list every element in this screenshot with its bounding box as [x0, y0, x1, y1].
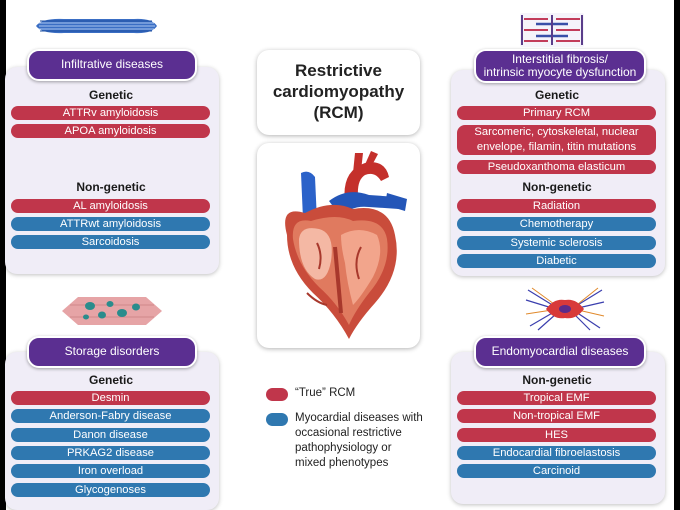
interstitial-title: Interstitial fibrosis/ intrinsic myocyte…: [474, 49, 646, 83]
storage-genetic-item: Desmin: [11, 391, 210, 405]
legend-line: mixed phenotypes: [295, 456, 389, 469]
center-title-line: (RCM): [313, 102, 364, 122]
infiltrative-genetic-label: Genetic: [88, 88, 133, 102]
storage-genetic-item: Danon disease: [11, 428, 210, 442]
left-border: [0, 0, 6, 510]
legend-label-occasional: Myocardial diseases with occasional rest…: [295, 411, 445, 471]
interstitial-nongenetic-label: Non-genetic: [522, 180, 592, 194]
fibroblast-icon: [525, 287, 605, 331]
storage-genetic-item: Glycogenoses: [11, 483, 210, 497]
interstitial-genetic-label: Genetic: [534, 88, 579, 102]
storage-genetic-item: Iron overload: [11, 464, 210, 478]
right-border: [674, 0, 680, 510]
storage-genetic-label: Genetic: [88, 373, 133, 387]
legend-line: pathophysiology or: [295, 441, 392, 454]
endomyocardial-nongenetic-item: Tropical EMF: [457, 391, 656, 405]
storage-title: Storage disorders: [27, 336, 197, 368]
interstitial-nongenetic-item: Diabetic: [457, 254, 656, 268]
interstitial-title-line: Interstitial fibrosis/: [511, 51, 608, 66]
sarcomere-icon: [520, 13, 584, 47]
storage-genetic-item: Anderson-Fabry disease: [11, 409, 210, 423]
endomyocardial-nongenetic-label: Non-genetic: [522, 373, 592, 387]
interstitial-genetic-item: Sarcomeric, cytoskeletal, nuclear envelo…: [457, 125, 656, 155]
endomyocardial-nongenetic-item: Carcinoid: [457, 464, 656, 478]
storage-genetic-item: PRKAG2 disease: [11, 446, 210, 460]
interstitial-genetic-item: Pseudoxanthoma elasticum: [457, 160, 656, 174]
center-title: Restrictive cardiomyopathy (RCM): [257, 50, 420, 135]
endomyocardial-nongenetic-item: Endocardial fibroelastosis: [457, 446, 656, 460]
legend-line: Myocardial diseases with: [295, 412, 423, 424]
interstitial-nongenetic-item: Systemic sclerosis: [457, 236, 656, 250]
infiltrative-genetic-item: APOA amyloidosis: [11, 124, 210, 138]
legend-label-true-rcm: “True” RCM: [295, 387, 356, 399]
infiltrative-nongenetic-item: Sarcoidosis: [11, 235, 210, 249]
infiltrative-genetic-item: ATTRv amyloidosis: [11, 106, 210, 120]
infiltrative-title: Infiltrative diseases: [27, 49, 197, 81]
infiltrative-nongenetic-item: AL amyloidosis: [11, 199, 210, 213]
muscle-fiber-icon: [36, 18, 157, 34]
interstitial-nongenetic-item: Chemotherapy: [457, 217, 656, 231]
infiltrative-nongenetic-label: Non-genetic: [76, 180, 146, 194]
interstitial-nongenetic-item: Radiation: [457, 199, 656, 213]
interstitial-genetic-item: Primary RCM: [457, 106, 656, 120]
endomyocardial-title: Endomyocardial diseases: [474, 336, 646, 368]
legend-swatch-true-rcm: [266, 388, 288, 401]
endomyocardial-nongenetic-item: HES: [457, 428, 656, 442]
center-title-line: Restrictive: [295, 61, 382, 81]
center-title-line: cardiomyopathy: [272, 82, 405, 102]
legend-swatch-occasional: [266, 413, 288, 426]
heart-box: [257, 143, 420, 348]
infiltrative-nongenetic-item: ATTRwt amyloidosis: [11, 217, 210, 231]
heart-illustration: [285, 151, 407, 339]
interstitial-title-line: intrinsic myocyte dysfunction: [483, 65, 637, 79]
legend-line: occasional restrictive: [295, 426, 402, 439]
storage-cell-icon: [62, 297, 162, 325]
endomyocardial-nongenetic-item: Non-tropical EMF: [457, 409, 656, 423]
